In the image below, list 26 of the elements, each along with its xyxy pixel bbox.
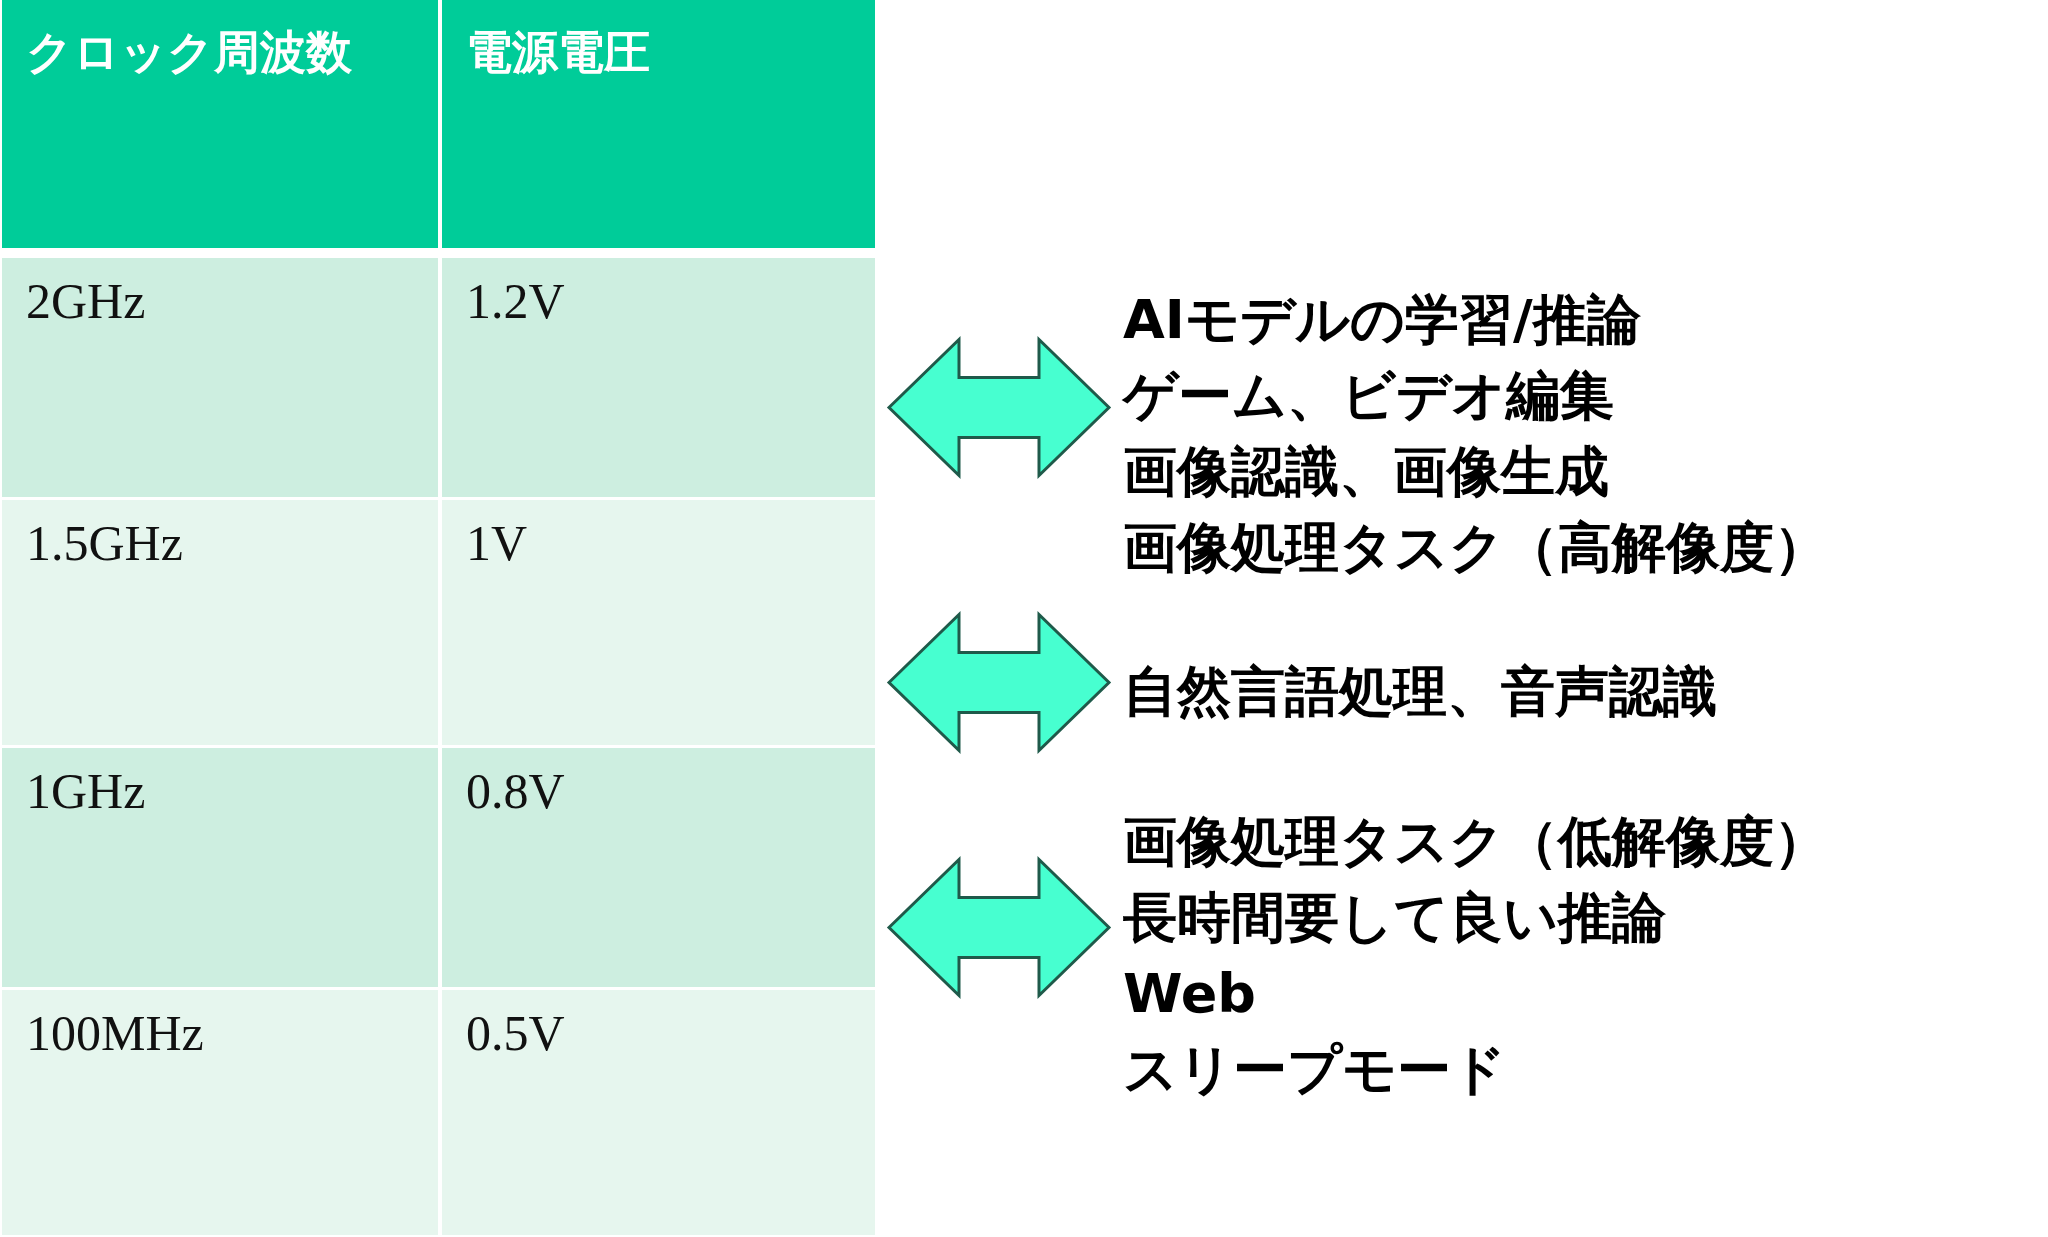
table-cell: 1.2V [442, 258, 875, 497]
text-line: ゲーム、ビデオ編集 [1123, 363, 1615, 429]
text-line: 長時間要して良い推論 [1123, 885, 1667, 951]
text-line: AIモデルの学習/推論 [1123, 287, 1642, 353]
header-cell: クロック周波数 [2, 0, 438, 248]
table-cell: 1.5GHz [2, 500, 438, 745]
table-row [0, 500, 875, 745]
table-row [0, 990, 875, 1235]
text-line: 自然言語処理、音声認識 [1123, 659, 1717, 725]
double-arrow [886, 855, 1112, 1000]
text-line: 画像認識、画像生成 [1123, 439, 1610, 505]
table-cell: 1V [442, 500, 875, 745]
table-cell: 0.5V [442, 990, 875, 1235]
double-arrow [886, 335, 1112, 480]
text-line: スリープモード [1123, 1037, 1507, 1103]
table-cell: 1GHz [2, 748, 438, 987]
table-cell: 100MHz [2, 990, 438, 1235]
text-line: Web [1123, 961, 1257, 1027]
double-arrow [886, 610, 1112, 755]
text-line: 画像処理タスク（低解像度） [1123, 809, 1828, 875]
table-cell: 2GHz [2, 258, 438, 497]
text-line: 画像処理タスク（高解像度） [1123, 515, 1828, 581]
table-row [0, 748, 875, 987]
table-row [0, 258, 875, 497]
header-cell: 電源電圧 [442, 0, 875, 248]
table-cell: 0.8V [442, 748, 875, 987]
